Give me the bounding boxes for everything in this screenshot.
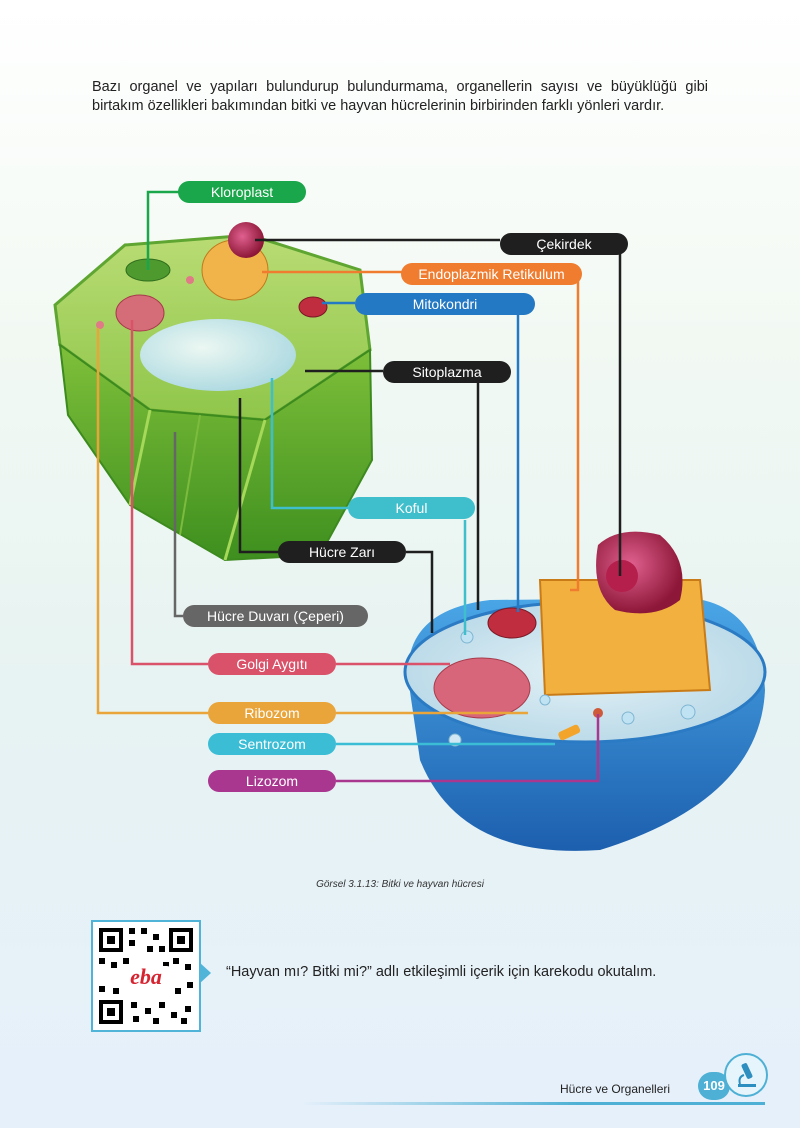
animal-cell: [403, 531, 767, 851]
label-cekirdek-text: Çekirdek: [536, 236, 592, 252]
footer-section-title: Hücre ve Organelleri: [560, 1082, 671, 1096]
label-sitoplazma-text: Sitoplazma: [412, 364, 482, 380]
qr-code[interactable]: eba: [91, 920, 201, 1032]
qr-code-pattern: eba: [99, 928, 193, 1024]
label-endoplazmik-text: Endoplazmik Retikulum: [418, 266, 565, 282]
label-golgi-aygiti: Golgi Aygıtı: [208, 653, 336, 675]
label-lizozom-text: Lizozom: [245, 773, 299, 789]
label-ribozom: Ribozom: [208, 702, 336, 724]
label-mitokondri: Mitokondri: [355, 293, 535, 315]
intro-paragraph: Bazı organel ve yapıları bulundurup bulu…: [92, 79, 708, 114]
footer-divider: [300, 1102, 765, 1105]
label-lizozom: Lizozom: [208, 770, 336, 792]
qr-prompt-text: “Hayvan mı? Bitki mi?” adlı etkileşimli …: [226, 964, 657, 980]
label-hucre-duvari-text: Hücre Duvarı (Çeperi): [207, 608, 344, 624]
label-ribozom-text: Ribozom: [244, 705, 300, 721]
label-golgi-text: Golgi Aygıtı: [236, 656, 308, 672]
label-koful: Koful: [348, 497, 475, 519]
figure-caption: Görsel 3.1.13: Bitki ve hayvan hücresi: [316, 879, 484, 890]
label-sentrozom-text: Sentrozom: [238, 736, 306, 752]
qr-pointer-icon: [199, 962, 211, 984]
label-hucre-zari: Hücre Zarı: [278, 541, 406, 563]
label-hucre-zari-text: Hücre Zarı: [308, 544, 376, 560]
label-kloroplast-text: Kloroplast: [210, 184, 274, 200]
label-sentrozom: Sentrozom: [208, 733, 336, 755]
label-endoplazmik-retikulum: Endoplazmik Retikulum: [401, 263, 582, 285]
label-sitoplazma: Sitoplazma: [383, 361, 511, 383]
plant-cell: [53, 222, 374, 562]
label-mitokondri-text: Mitokondri: [412, 296, 478, 312]
label-koful-text: Koful: [395, 500, 428, 516]
leader-lines: [96, 190, 622, 783]
label-hucre-duvari: Hücre Duvarı (Çeperi): [183, 605, 368, 627]
label-cekirdek: Çekirdek: [500, 233, 628, 255]
microscope-icon: [724, 1053, 768, 1097]
label-kloroplast: Kloroplast: [178, 181, 306, 203]
eba-logo: eba: [130, 964, 162, 989]
